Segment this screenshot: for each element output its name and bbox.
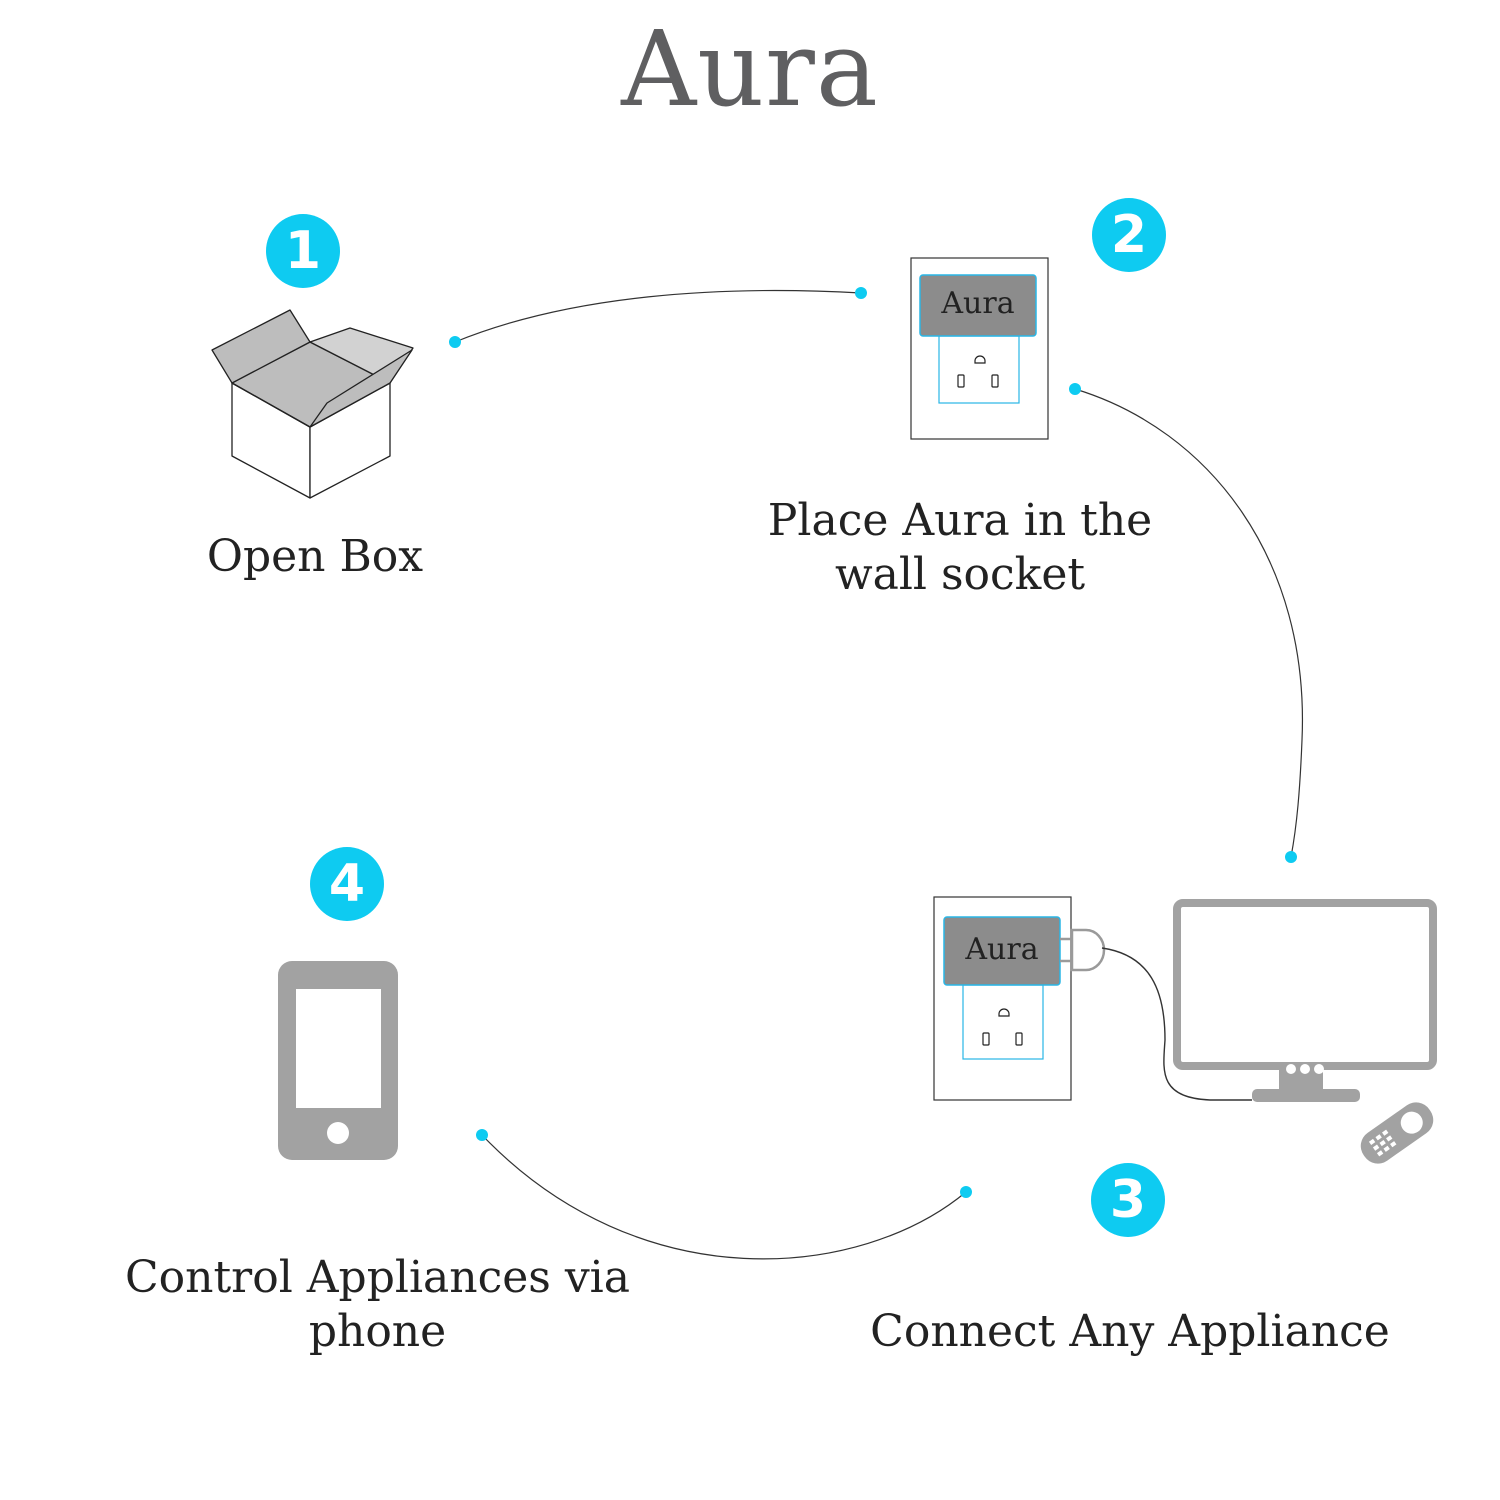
step-2-badge: 2	[1092, 198, 1166, 272]
connector-2-3	[1074, 388, 1304, 858]
page-title: Aura	[621, 8, 879, 130]
step-3-label: Connect Any Appliance	[870, 1306, 1390, 1357]
step-1-badge: 1	[266, 214, 340, 288]
open-box-icon	[211, 309, 414, 499]
connector-dots	[449, 287, 1297, 1198]
step-4-badge: 4	[310, 847, 384, 921]
connector-1-2	[454, 289, 862, 343]
connector-3-4	[481, 1134, 967, 1260]
smartphone-icon	[278, 961, 398, 1160]
wall-socket-icon	[910, 257, 1049, 440]
aura-plug-icon	[933, 896, 1252, 1101]
remote-icon	[1360, 1102, 1434, 1164]
step-2-device-label: Aura	[941, 286, 1015, 321]
step-3-badge: 3	[1091, 1163, 1165, 1237]
tv-icon	[1173, 899, 1437, 1102]
flow-connectors	[454, 289, 1304, 1260]
step-2-label: Place Aura in the wall socket	[767, 495, 1153, 600]
step-1-label: Open Box	[206, 531, 424, 582]
step-3-device-label: Aura	[965, 932, 1039, 967]
step-4-label: Control Appliances via phone	[125, 1252, 630, 1357]
